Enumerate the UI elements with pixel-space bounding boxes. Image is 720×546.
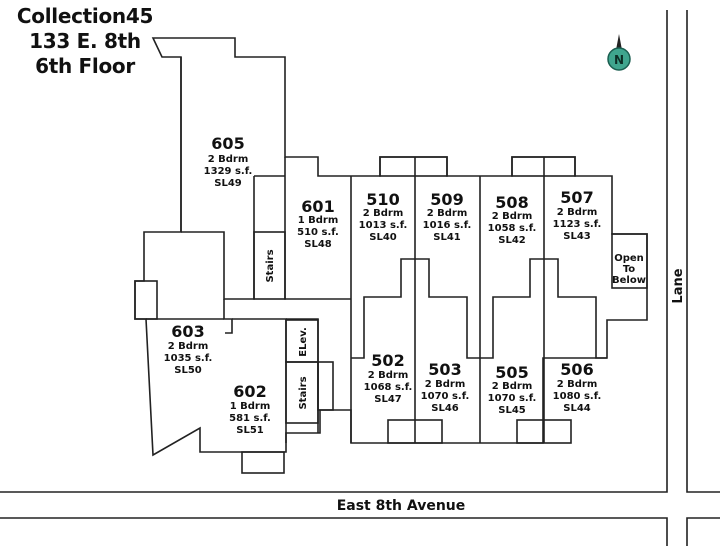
- unit-area: 1070 s.f.: [488, 393, 537, 404]
- open-to-below: Open To Below: [612, 253, 646, 286]
- road-lines: [0, 10, 720, 546]
- unit-strata-lot: SL50: [174, 365, 202, 376]
- unit-number: 510: [366, 190, 399, 209]
- unit-number: 502: [371, 351, 404, 370]
- elevator-label: ELev.: [298, 327, 309, 357]
- street-label: East 8th Avenue: [337, 498, 466, 514]
- unit-bedrooms: 2 Bdrm: [492, 381, 533, 392]
- unit-bedrooms: 2 Bdrm: [557, 207, 598, 218]
- unit-strata-lot: SL43: [563, 231, 591, 242]
- unit-strata-lot: SL49: [214, 178, 242, 189]
- lane-east-edge: [686, 10, 720, 493]
- unit-bedrooms: 2 Bdrm: [425, 379, 466, 390]
- unit-area: 510 s.f.: [297, 227, 339, 238]
- unit-area: 581 s.f.: [229, 413, 271, 424]
- building-name: Collection45: [16, 4, 154, 28]
- unit-number: 509: [430, 190, 463, 209]
- unit-bedrooms: 2 Bdrm: [168, 341, 209, 352]
- unit-area: 1068 s.f.: [364, 382, 413, 393]
- floor-title: Collection45 133 E. 8th 6th Floor: [0, 4, 170, 79]
- unit-area: 1035 s.f.: [164, 353, 213, 364]
- unit-503: 503 2 Bdrm 1070 s.f. SL46: [421, 360, 470, 414]
- unit-area: 1329 s.f.: [204, 166, 253, 177]
- unit-bedrooms: 2 Bdrm: [557, 379, 598, 390]
- open-label-3: Below: [612, 275, 646, 286]
- unit-605: 605 2 Bdrm 1329 s.f. SL49: [204, 134, 253, 189]
- unit-601: 601 1 Bdrm 510 s.f. SL48: [297, 197, 339, 250]
- unit-number: 508: [495, 193, 528, 212]
- unit-bedrooms: 1 Bdrm: [230, 401, 271, 412]
- unit-strata-lot: SL46: [431, 403, 459, 414]
- unit-number: 505: [495, 363, 528, 382]
- unit-area: 1080 s.f.: [553, 391, 602, 402]
- unit-number: 603: [171, 322, 204, 341]
- unit-number: 601: [301, 197, 334, 216]
- unit-507: 507 2 Bdrm 1123 s.f. SL43: [553, 188, 602, 242]
- unit-strata-lot: SL51: [236, 425, 264, 436]
- unit-area: 1016 s.f.: [423, 220, 472, 231]
- unit-area: 1013 s.f.: [359, 220, 408, 231]
- unit-510: 510 2 Bdrm 1013 s.f. SL40: [359, 190, 408, 243]
- street-south-edge-east: [686, 517, 720, 546]
- unit-strata-lot: SL42: [498, 235, 526, 246]
- unit-strata-lot: SL44: [563, 403, 591, 414]
- open-label-2: To: [623, 264, 635, 275]
- lane-west-edge: [0, 10, 668, 493]
- street-south-edge: [0, 517, 668, 546]
- unit-strata-lot: SL47: [374, 394, 402, 405]
- north-label: N: [614, 53, 624, 67]
- floor-level: 6th Floor: [35, 54, 135, 78]
- stairs-label: Stairs: [265, 249, 276, 282]
- unit-bedrooms: 2 Bdrm: [492, 211, 533, 222]
- unit-number: 602: [233, 382, 266, 401]
- unit-505: 505 2 Bdrm 1070 s.f. SL45: [488, 363, 537, 416]
- unit-number: 503: [428, 360, 461, 379]
- unit-bedrooms: 2 Bdrm: [368, 370, 409, 381]
- unit-area: 1058 s.f.: [488, 223, 537, 234]
- unit-number: 507: [560, 188, 593, 207]
- unit-area: 1123 s.f.: [553, 219, 602, 230]
- interior-walls: [146, 57, 648, 443]
- unit-bedrooms: 2 Bdrm: [363, 208, 404, 219]
- unit-509: 509 2 Bdrm 1016 s.f. SL41: [423, 190, 472, 243]
- unit-bedrooms: 2 Bdrm: [427, 208, 468, 219]
- unit-bedrooms: 1 Bdrm: [298, 215, 339, 226]
- building-address: 133 E. 8th: [29, 29, 141, 53]
- unit-area: 1070 s.f.: [421, 391, 470, 402]
- unit-number: 605: [211, 134, 244, 153]
- unit-602: 602 1 Bdrm 581 s.f. SL51: [229, 382, 271, 436]
- north-arrow-icon: N: [607, 34, 631, 71]
- unit-508: 508 2 Bdrm 1058 s.f. SL42: [488, 193, 537, 246]
- unit-502: 502 2 Bdrm 1068 s.f. SL47: [364, 351, 413, 405]
- unit-603: 603 2 Bdrm 1035 s.f. SL50: [164, 322, 213, 376]
- lane-label: Lane: [671, 268, 686, 303]
- unit-strata-lot: SL45: [498, 405, 526, 416]
- unit-strata-lot: SL40: [369, 232, 397, 243]
- unit-number: 506: [560, 360, 593, 379]
- unit-strata-lot: SL48: [304, 239, 332, 250]
- unit-strata-lot: SL41: [433, 232, 461, 243]
- balconies-north: [379, 156, 576, 177]
- unit-506: 506 2 Bdrm 1080 s.f. SL44: [553, 360, 602, 414]
- unit-bedrooms: 2 Bdrm: [208, 154, 249, 165]
- open-label-1: Open: [614, 253, 644, 264]
- stairs-label-lower: Stairs: [298, 376, 309, 409]
